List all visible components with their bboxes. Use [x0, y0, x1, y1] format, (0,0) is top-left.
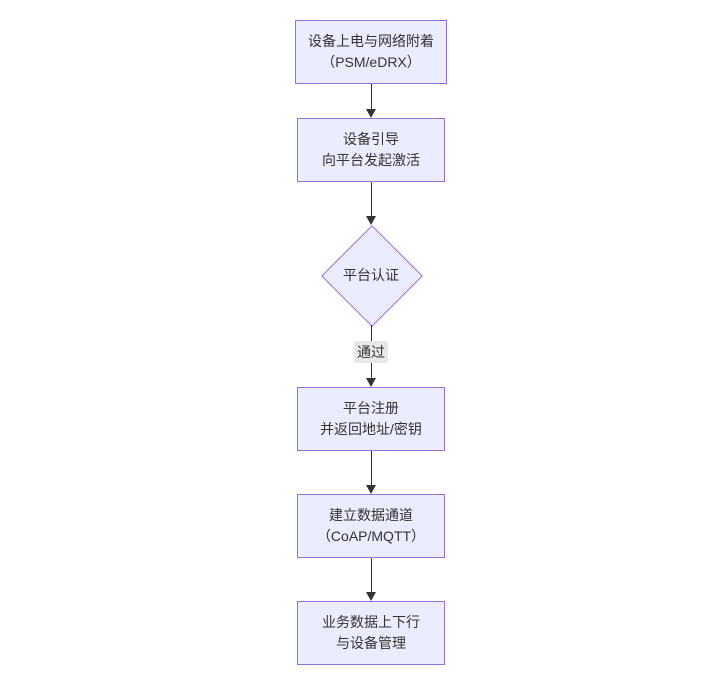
- node-business: 业务数据上下行 与设备管理: [297, 601, 445, 665]
- arrowhead-down-icon: [366, 485, 376, 494]
- node-text: （CoAP/MQTT）: [316, 528, 426, 544]
- node-register: 平台注册 并返回地址/密钥: [297, 387, 445, 451]
- node-text: 与设备管理: [336, 635, 406, 651]
- arrowhead-down-icon: [366, 378, 376, 387]
- edge-line: [370, 182, 372, 216]
- edge-line: [370, 451, 372, 485]
- flowchart-column: 设备上电与网络附着 （PSM/eDRX） 设备引导 向平台发起激活 平台认证 通…: [8, 0, 726, 665]
- arrowhead-down-icon: [366, 109, 376, 118]
- node-text: 平台认证: [343, 267, 399, 283]
- edge-line: [370, 558, 372, 592]
- edge-line: [370, 84, 372, 109]
- node-text: 设备上电与网络附着: [308, 33, 434, 49]
- node-text: 并返回地址/密钥: [320, 421, 422, 437]
- edge-bootstrap-to-auth: [341, 182, 401, 225]
- node-text: 向平台发起激活: [322, 152, 420, 168]
- edge-auth-to-register: 通过: [341, 325, 401, 387]
- edge-channel-to-business: [341, 558, 401, 601]
- node-text: 建立数据通道: [329, 507, 413, 523]
- edge-label: 通过: [354, 341, 388, 363]
- arrowhead-down-icon: [366, 592, 376, 601]
- node-power-on: 设备上电与网络附着 （PSM/eDRX）: [295, 20, 447, 84]
- node-bootstrap: 设备引导 向平台发起激活: [297, 118, 445, 182]
- arrowhead-down-icon: [366, 216, 376, 225]
- node-channel: 建立数据通道 （CoAP/MQTT）: [297, 494, 445, 558]
- node-text: （PSM/eDRX）: [321, 54, 421, 70]
- node-text: 业务数据上下行: [322, 614, 420, 630]
- node-text: 平台注册: [343, 400, 399, 416]
- edge-power-to-bootstrap: [341, 84, 401, 118]
- edge-register-to-channel: [341, 451, 401, 494]
- node-auth-decision: 平台认证: [321, 225, 423, 327]
- node-text: 设备引导: [343, 131, 399, 147]
